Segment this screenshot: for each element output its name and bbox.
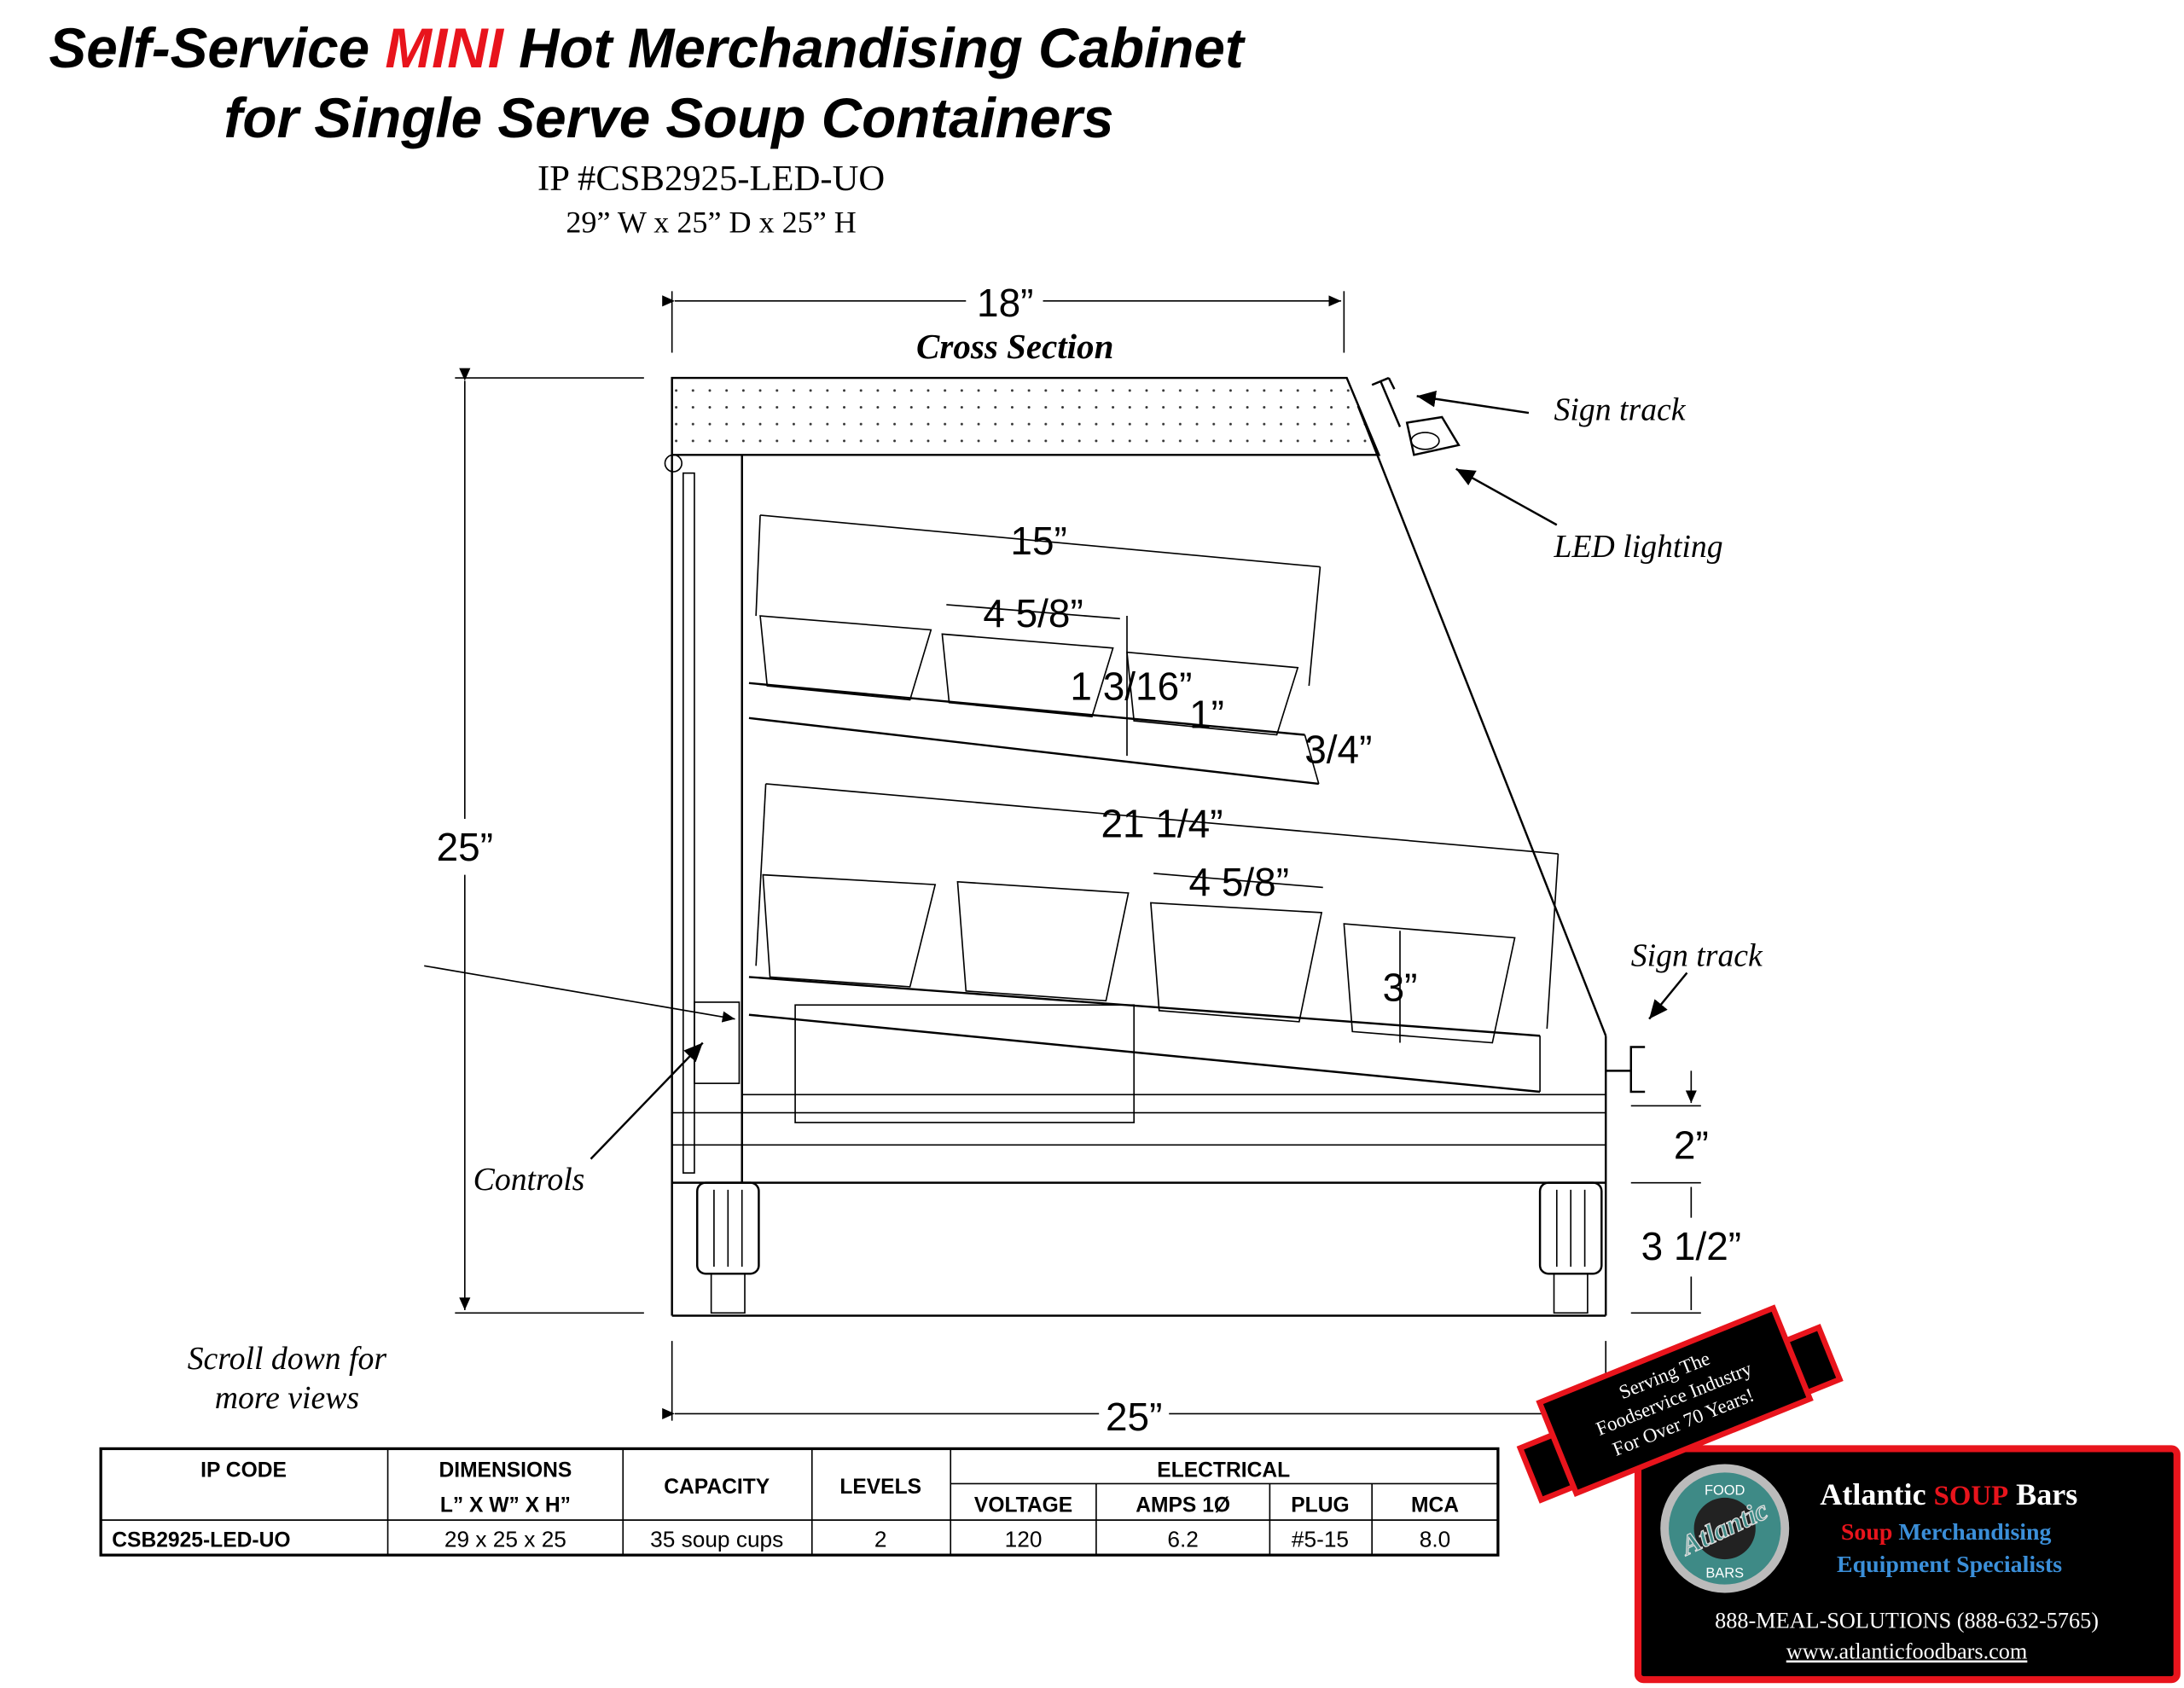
cell-capacity: 35 soup cups <box>650 1526 783 1552</box>
label-sign-track-bottom: Sign track <box>1631 937 1763 973</box>
cell-amps: 6.2 <box>1167 1526 1199 1552</box>
atlantic-badge: FOOD BARS Atlantic <box>1660 1464 1790 1593</box>
dimension-upper-shelf: 15” 4 5/8” 1 3/16” 1” 3/4” <box>755 514 1372 771</box>
dimension-height: 25” <box>437 368 644 1314</box>
header-amps: AMPS 1Ø <box>1136 1494 1230 1517</box>
label-controls: Controls <box>473 1162 585 1198</box>
svg-text:21 1/4”: 21 1/4” <box>1101 801 1223 845</box>
header-levels: LEVELS <box>839 1476 921 1499</box>
header-dimensions: DIMENSIONS <box>439 1459 572 1482</box>
section-title: Cross Section <box>916 327 1113 366</box>
scroll-note-line1: Scroll down for <box>188 1341 387 1377</box>
overall-dimensions: 29” W x 25” D x 25” H <box>566 205 857 239</box>
ip-number: IP #CSB2925-LED-UO <box>537 159 885 199</box>
svg-text:15”: 15” <box>1010 519 1066 563</box>
svg-text:3”: 3” <box>1383 965 1418 1009</box>
dimension-base: 2” <box>1630 1070 1709 1184</box>
svg-text:18”: 18” <box>977 281 1033 325</box>
svg-text:4 5/8”: 4 5/8” <box>983 591 1083 635</box>
svg-text:1 3/16”: 1 3/16” <box>1070 664 1192 709</box>
leg-left <box>695 1181 760 1314</box>
cell-dimensions: 29 x 25 x 25 <box>444 1526 566 1552</box>
header-voltage: VOLTAGE <box>974 1494 1072 1517</box>
cell-voltage: 120 <box>1005 1526 1043 1552</box>
label-led-lighting: LED lighting <box>1554 529 1723 565</box>
cell-levels: 2 <box>874 1526 887 1552</box>
dimension-lower-shelf: 21 1/4” 4 5/8” 3” <box>755 783 1560 1043</box>
cabinet-drawing <box>664 376 1646 1317</box>
header-electrical: ELECTRICAL <box>1157 1459 1290 1482</box>
svg-text:Equipment Specialists: Equipment Specialists <box>1837 1552 2062 1578</box>
label-sign-track-top: Sign track <box>1554 392 1687 427</box>
cell-ip-code: CSB2925-LED-UO <box>112 1528 290 1552</box>
svg-text:3 1/2”: 3 1/2” <box>1641 1224 1741 1268</box>
dimension-legs: 3 1/2” <box>1630 1186 1741 1314</box>
website-link[interactable]: www.atlanticfoodbars.com <box>1786 1639 2028 1664</box>
scroll-note-line2: more views <box>215 1380 359 1416</box>
svg-text:3/4”: 3/4” <box>1304 727 1372 771</box>
header-ip-code: IP CODE <box>200 1459 287 1482</box>
svg-text:25”: 25” <box>437 825 493 869</box>
svg-text:FOOD: FOOD <box>1705 1483 1745 1499</box>
phone-number: 888-MEAL-SOLUTIONS (888-632-5765) <box>1715 1608 2099 1633</box>
dimension-top-width: 18” <box>662 281 1345 353</box>
header-plug: PLUG <box>1291 1494 1349 1517</box>
leg-right <box>1538 1181 1603 1314</box>
header-dimensions-sub: L” X W” X H” <box>440 1494 571 1517</box>
company-name: Atlantic SOUP Bars <box>1820 1477 2077 1511</box>
page-title-line2: for Single Serve Soup Containers <box>224 87 1114 149</box>
company-logo: Serving The Foodservice Industry For Ove… <box>1516 1304 2181 1684</box>
dimension-depth: 25” <box>662 1341 1607 1439</box>
table-row: CSB2925-LED-UO 29 x 25 x 25 35 soup cups… <box>112 1526 1450 1552</box>
svg-text:2”: 2” <box>1674 1123 1709 1168</box>
svg-text:4 5/8”: 4 5/8” <box>1189 860 1289 904</box>
cell-mca: 8.0 <box>1420 1526 1451 1552</box>
svg-text:1”: 1” <box>1189 692 1224 736</box>
spec-table: IP CODE DIMENSIONS L” X W” X H” CAPACITY… <box>99 1447 1500 1557</box>
header-capacity: CAPACITY <box>664 1476 770 1499</box>
ribbon-banner: Serving The Foodservice Industry For Ove… <box>1516 1304 1844 1504</box>
svg-text:25”: 25” <box>1106 1395 1162 1439</box>
cell-plug: #5-15 <box>1292 1526 1349 1552</box>
svg-text:BARS: BARS <box>1705 1565 1744 1581</box>
svg-text:Soup Merchandising: Soup Merchandising <box>1841 1519 2052 1546</box>
header-mca: MCA <box>1411 1494 1459 1517</box>
page-title-line1: Self-Service MINI Hot Merchandising Cabi… <box>49 17 1246 79</box>
